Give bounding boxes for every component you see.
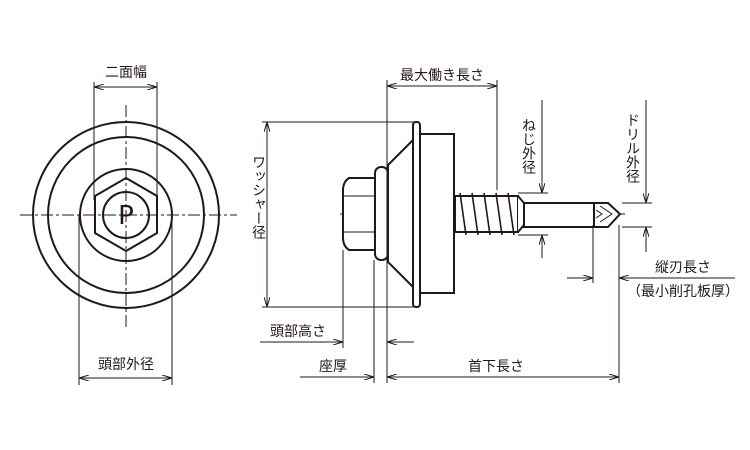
shank [523, 202, 595, 228]
mark-circle [102, 191, 150, 239]
washer-cone [387, 137, 414, 290]
head-mark: P [118, 201, 134, 231]
min-plate-thickness-label: （最小削孔板厚） [627, 284, 739, 300]
drill-tip [593, 202, 622, 228]
washer-outer-circle [32, 121, 220, 309]
head-flange [374, 166, 389, 261]
max-working-length-label: 最大働き長さ [400, 68, 484, 84]
side-view: ワッシャー径 最大働き長さ ねじ外径 ドリル外径 縦刃長さ （最小削孔板厚） 頭… [250, 68, 739, 383]
flute-length-label: 縦刃長さ [655, 260, 711, 276]
seat-thickness-label: 座厚 [319, 359, 347, 375]
head-height-label: 頭部高さ [270, 323, 326, 340]
head-outer-diameter-label: 頭部外径 [98, 357, 154, 373]
washer-inner-circle [47, 136, 205, 294]
under-head-length-label: 首下長さ [468, 359, 524, 375]
washer-body [418, 133, 455, 294]
hex-head-side [342, 177, 376, 251]
washer-plate [412, 121, 421, 308]
across-flats-label: 二面幅 [105, 65, 147, 81]
front-view: P 二面幅 頭部外径 [20, 65, 237, 385]
drill-diameter-label: ドリル外径 [624, 113, 640, 183]
washer-diameter-label: ワッシャー径 [250, 155, 266, 239]
thread-diameter-label: ねじ外径 [520, 118, 536, 174]
